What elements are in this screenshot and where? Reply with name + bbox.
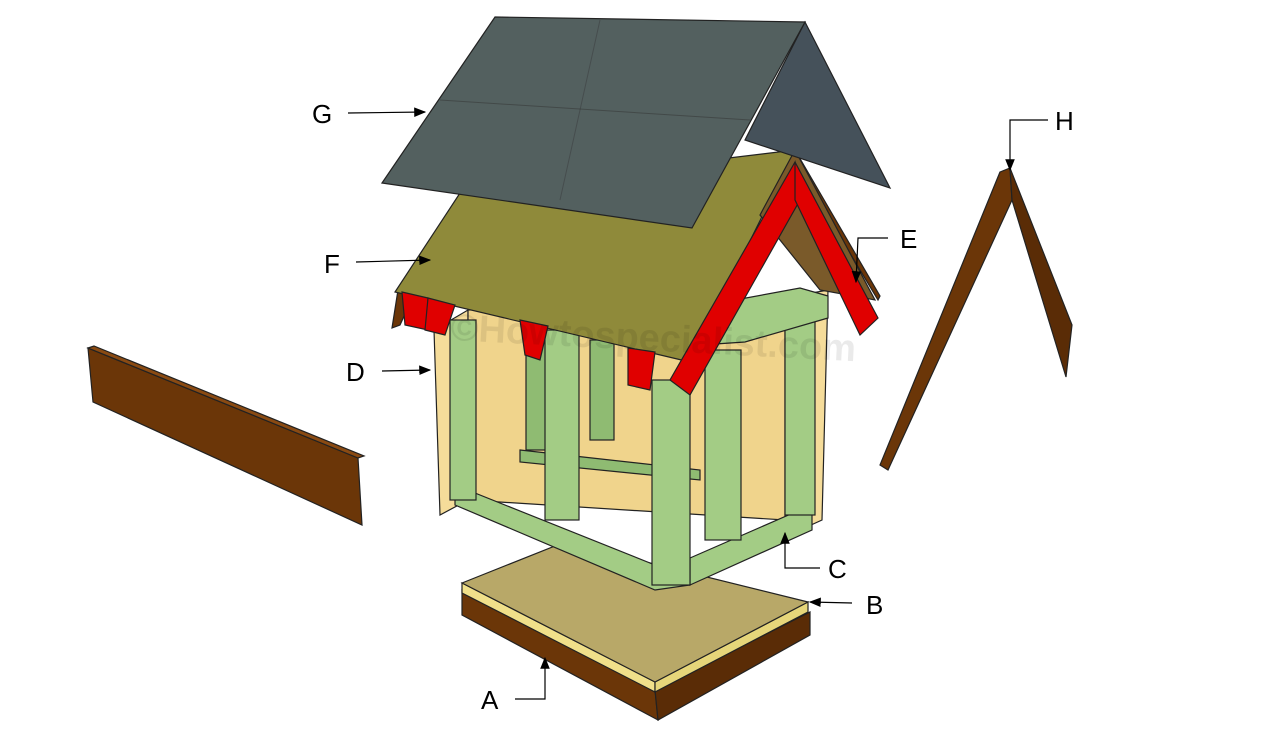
rafters-e — [401, 160, 879, 396]
label-h: H — [1055, 106, 1074, 136]
label-g: G — [312, 99, 332, 129]
label-a: A — [481, 685, 499, 715]
roof-shingles-g — [380, 16, 892, 229]
label-f: F — [324, 249, 340, 279]
callout-g: G — [312, 99, 427, 129]
label-d: D — [346, 357, 365, 387]
callout-e: E — [851, 224, 917, 284]
gable-trim-h — [879, 167, 1073, 471]
label-b: B — [866, 590, 883, 620]
label-e: E — [900, 224, 917, 254]
callout-f: F — [324, 249, 432, 279]
side-trim-board — [86, 345, 366, 526]
label-c: C — [828, 554, 847, 584]
callout-b: B — [808, 590, 883, 620]
callout-h: H — [1005, 106, 1074, 172]
floor-panel-b — [460, 541, 810, 693]
callout-d: D — [346, 357, 432, 387]
callout-c: C — [780, 531, 847, 584]
callout-a: A — [481, 656, 550, 715]
wall-frame-c — [449, 287, 829, 591]
